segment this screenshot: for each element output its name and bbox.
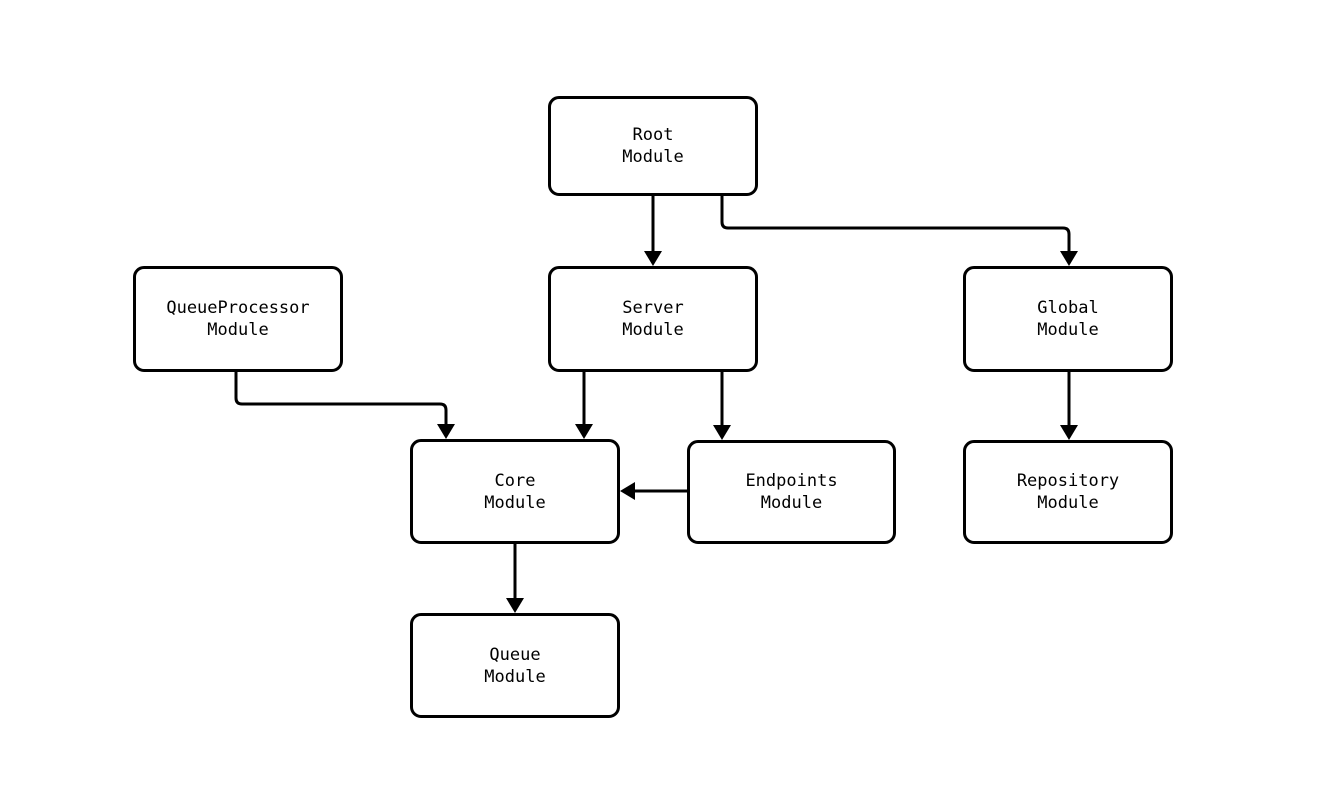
repository-module-node[interactable]: Repository Module bbox=[963, 440, 1173, 544]
core-module-label: Core Module bbox=[484, 470, 546, 513]
root-module-node[interactable]: Root Module bbox=[548, 96, 758, 196]
core-module-node[interactable]: Core Module bbox=[410, 439, 620, 544]
endpoints-module-node[interactable]: Endpoints Module bbox=[687, 440, 896, 544]
edge-endpoints-to-core-arrowhead bbox=[620, 482, 635, 500]
edge-root-to-global bbox=[720, 196, 1071, 252]
edge-root-to-global-arrowhead bbox=[1060, 251, 1078, 266]
root-module-label: Root Module bbox=[622, 125, 684, 167]
endpoints-module-label: Endpoints Module bbox=[745, 471, 838, 513]
server-module-label: Server Module bbox=[622, 298, 684, 340]
queueprocessor-module-label: QueueProcessor Module bbox=[166, 298, 310, 340]
server-module-node[interactable]: Server Module bbox=[548, 266, 758, 372]
edge-global-to-repository-arrowhead bbox=[1060, 425, 1078, 440]
edge-server-to-core-arrowhead bbox=[575, 424, 593, 439]
edge-server-to-endpoints-arrowhead bbox=[713, 425, 731, 440]
queue-module-label: Queue Module bbox=[484, 644, 546, 687]
edge-queueprocessor-to-core-arrowhead bbox=[437, 424, 455, 439]
global-module-label: Global Module bbox=[1037, 298, 1099, 340]
queue-module-node[interactable]: Queue Module bbox=[410, 613, 620, 718]
repository-module-label: Repository Module bbox=[1016, 471, 1120, 513]
edge-root-to-server-arrowhead bbox=[644, 251, 662, 266]
queueprocessor-module-node[interactable]: QueueProcessor Module bbox=[133, 266, 343, 372]
edges-group bbox=[234, 196, 1078, 613]
edge-core-to-queue-arrowhead bbox=[506, 598, 524, 613]
global-module-node[interactable]: Global Module bbox=[963, 266, 1173, 372]
edge-queueprocessor-to-core bbox=[234, 372, 448, 425]
